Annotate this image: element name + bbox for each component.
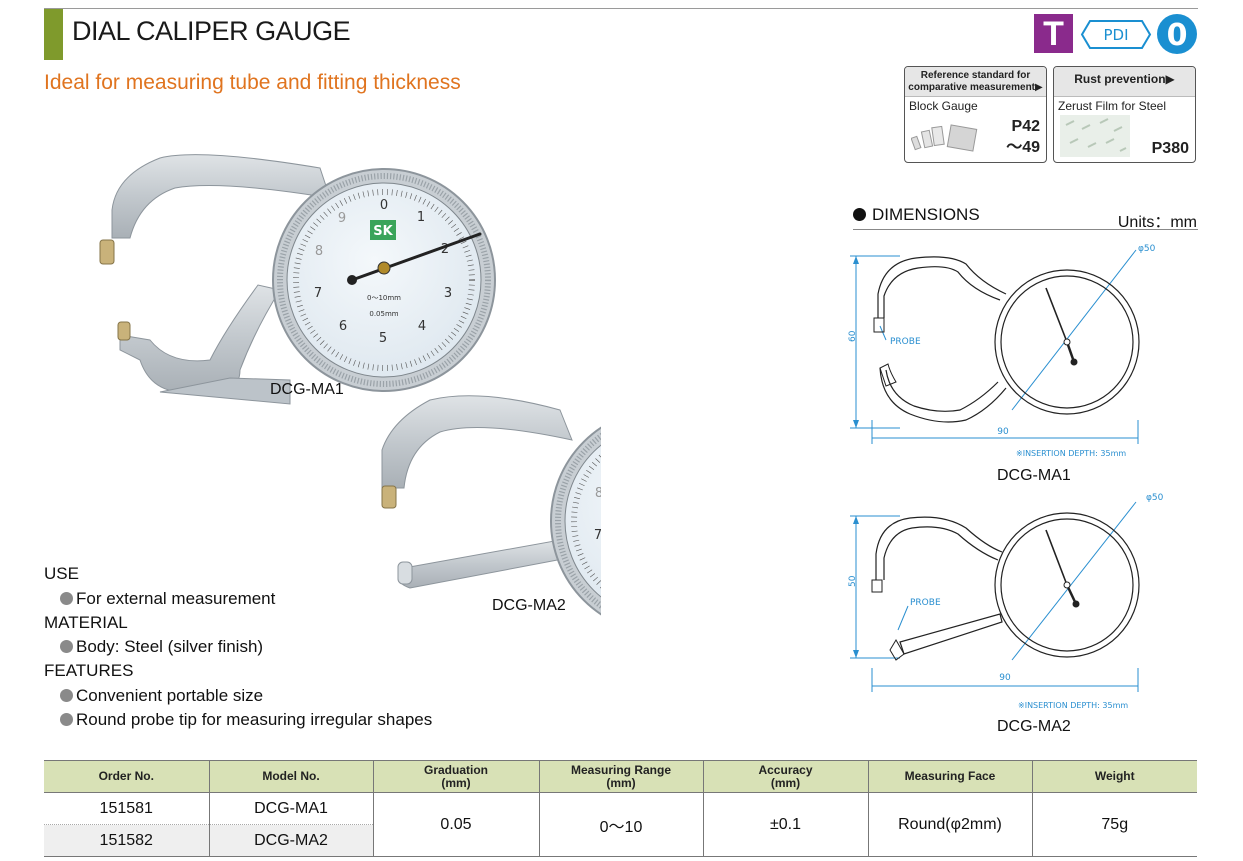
use-item: For external measurement [60,589,275,609]
svg-text:0: 0 [1167,18,1188,53]
svg-text:PROBE: PROBE [910,598,941,608]
col-header-graduation: Graduation(mm) [372,760,540,793]
svg-text:7: 7 [594,528,601,543]
svg-text:0.05mm: 0.05mm [369,310,398,318]
dimension-label-ma2: DCG-MA2 [997,718,1071,735]
model-number: DCG-MA1 [208,792,374,825]
use-heading: USE [44,564,79,583]
title-accent-bar [44,9,63,60]
reference-item: Block Gauge [909,99,978,113]
reference-item: Zerust Film for Steel [1058,99,1167,113]
svg-text:φ50: φ50 [1138,244,1156,254]
order-number: 151581 [44,792,210,825]
dimensions-rule [853,229,1198,230]
svg-text:0～10mm: 0～10mm [367,294,401,302]
dimension-drawing-ma2: φ50 50 90 PROBE ※INSERTION DEPTH: 35mm [848,493,1164,710]
svg-text:9: 9 [338,211,346,226]
badge-t-icon: T [1034,14,1073,53]
weight-value: 75g [1031,792,1197,857]
feature-item: Round probe tip for measuring irregular … [60,710,432,730]
accuracy-value: ±0.1 [702,792,869,857]
col-header-accuracy: Accuracy(mm) [702,760,869,793]
svg-text:60: 60 [848,330,858,342]
pdi-badge-icon: PDI [1080,20,1152,49]
table-header-row: Order No. Model No. Graduation(mm) Measu… [44,760,1197,793]
material-item: Body: Steel (silver finish) [60,637,263,657]
table-row: 151582 DCG-MA2 [44,824,1197,857]
svg-text:1: 1 [417,210,425,225]
top-rule [44,8,1198,9]
page-title: DIAL CALIPER GAUGE [72,16,351,46]
face-value: Round(φ2mm) [867,792,1033,857]
svg-text:PROBE: PROBE [890,337,921,347]
svg-text:2: 2 [441,242,449,257]
page-subtitle: Ideal for measuring tube and fitting thi… [44,71,461,94]
dimension-drawing-ma1: φ50 60 90 PROBE ※INSERTION DEPTH: 35mm [848,244,1156,458]
col-header-weight: Weight [1031,760,1197,793]
reference-page-line1: P380 [1151,140,1189,157]
order-number: 151582 [44,824,210,857]
photo-label-ma1: DCG-MA1 [270,381,344,398]
reference-heading: Rust prevention▶ [1054,67,1195,97]
ma1-dial: SK 0 1 2 3 4 5 6 7 8 9 0～10mm 0.05mm [272,168,496,392]
svg-text:※INSERTION DEPTH: 35mm: ※INSERTION DEPTH: 35mm [1016,449,1126,458]
svg-text:3: 3 [444,286,452,301]
zerust-film-icon [1060,115,1130,157]
svg-text:0: 0 [380,198,388,213]
bullet-icon [60,640,73,653]
col-header-face: Measuring Face [867,760,1033,793]
reference-block-gauge[interactable]: Reference standard for comparative measu… [904,66,1047,163]
photo-label-ma2: DCG-MA2 [492,597,566,614]
svg-text:50: 50 [848,575,858,587]
units-label: Units：mm [1117,214,1197,231]
reference-page-line1: P42 [1011,118,1040,135]
zero-badge-icon: 0 [1157,14,1197,54]
col-header-range: Measuring Range(mm) [538,760,704,793]
feature-item: Convenient portable size [60,686,263,706]
dimensions-heading: DIMENSIONS [853,205,980,225]
col-header-model: Model No. [208,760,374,793]
svg-text:8: 8 [595,486,601,501]
svg-text:PDI: PDI [1103,26,1128,44]
reference-heading: Reference standard for comparative measu… [905,67,1046,97]
reference-rust-prevention[interactable]: Rust prevention▶ Zerust Film for Steel P… [1053,66,1196,163]
range-value: 0～10 [538,792,704,857]
ma2-frame [381,395,573,589]
product-photo: SK 0 1 2 3 4 5 6 7 8 9 0～10mm 0.05mm SK … [99,154,601,616]
features-heading: FEATURES [44,661,134,680]
dimension-label-ma1: DCG-MA1 [997,467,1071,484]
svg-text:6: 6 [339,319,347,334]
bullet-icon [60,689,73,702]
spec-table: Order No. Model No. Graduation(mm) Measu… [44,760,1197,857]
svg-text:4: 4 [418,319,426,334]
reference-page-line2: ～49 [1006,139,1040,156]
svg-text:5: 5 [379,331,387,346]
svg-text:SK: SK [373,224,393,239]
svg-text:90: 90 [997,427,1009,437]
ma1-frame [99,154,331,405]
bullet-icon [60,592,73,605]
bullet-icon [60,713,73,726]
block-gauge-icon [911,124,978,152]
svg-text:7: 7 [314,286,322,301]
svg-text:※INSERTION DEPTH: 35mm: ※INSERTION DEPTH: 35mm [1018,701,1128,710]
col-header-order: Order No. [44,760,210,793]
model-number: DCG-MA2 [208,824,373,857]
svg-text:φ50: φ50 [1146,493,1164,503]
graduation-value: 0.05 [372,792,540,857]
ma2-dial: SK 0 1 2 3 4 5 6 7 8 9 0～10mm 0.05mm [550,426,601,616]
table-row: 151581 DCG-MA1 0.05 0～10 ±0.1 Round(φ2mm… [44,792,1197,857]
material-heading: MATERIAL [44,613,128,632]
bullet-icon [853,208,866,221]
svg-text:90: 90 [999,673,1011,683]
svg-text:8: 8 [315,244,323,259]
